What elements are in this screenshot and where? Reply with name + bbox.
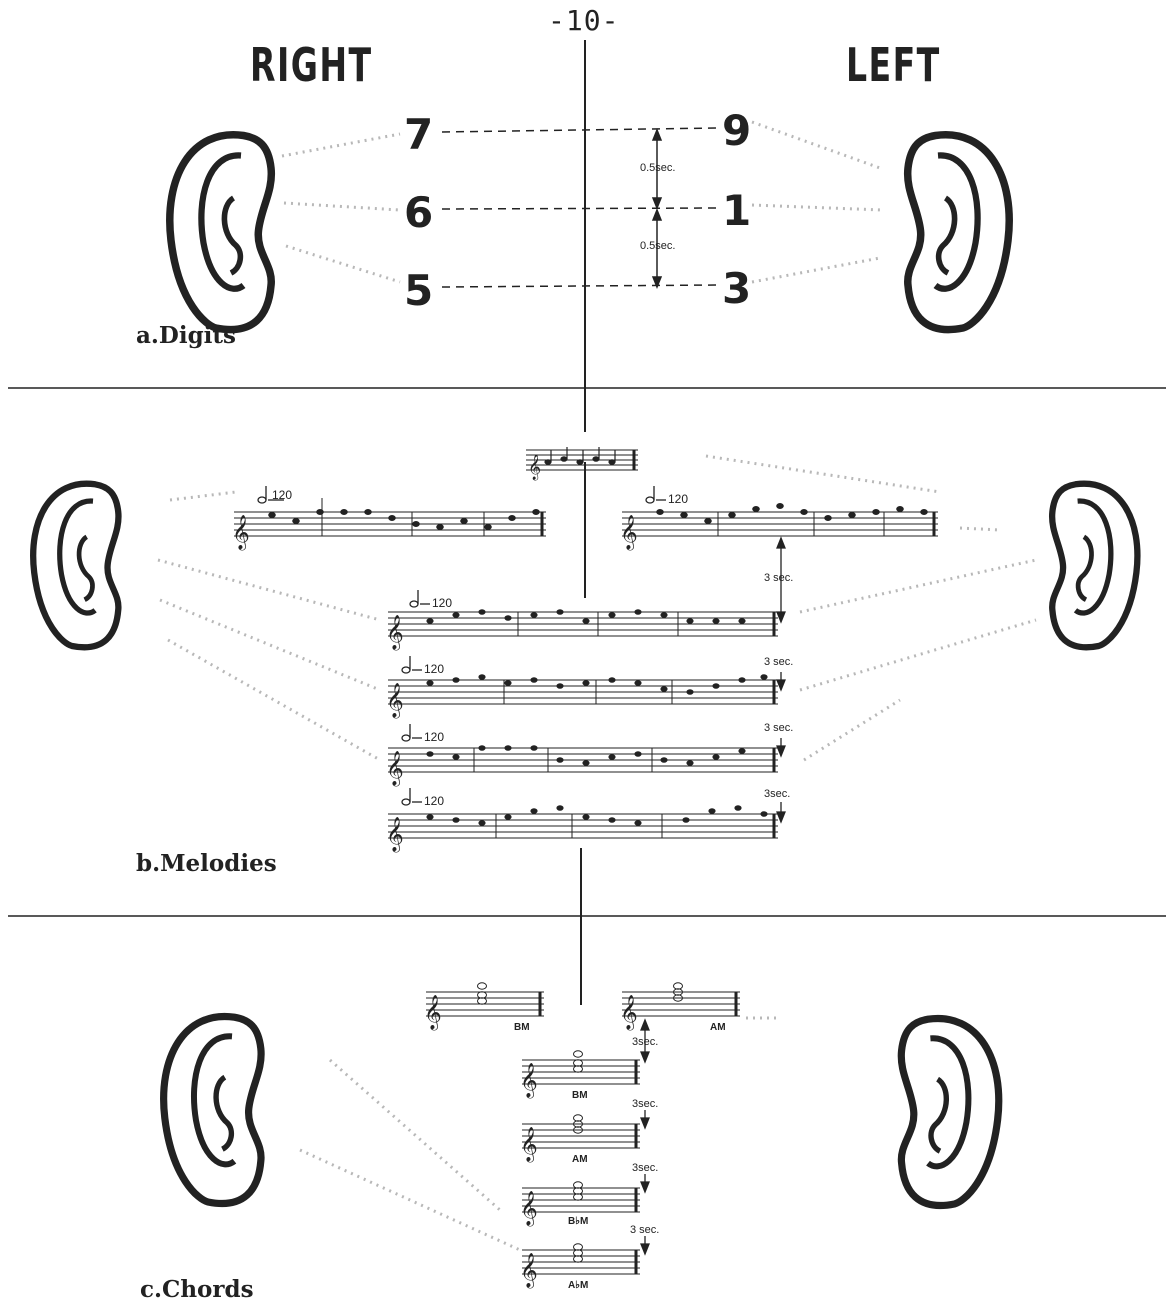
right-digit-3: 5 (404, 266, 433, 315)
svg-text:𝄞: 𝄞 (520, 1253, 538, 1289)
svg-text:𝄞: 𝄞 (520, 1191, 538, 1227)
svg-text:𝄞: 𝄞 (232, 515, 250, 551)
tempo-melody-3: 120 (424, 730, 444, 744)
svg-text:𝄞: 𝄞 (424, 995, 442, 1031)
tempo-left-melody: 120 (668, 492, 688, 506)
left-ear-chord-name: AM (710, 1022, 726, 1033)
ear-right-digits (170, 135, 272, 330)
tempo-melody-1: 120 (432, 596, 452, 610)
svg-text:𝄞: 𝄞 (520, 1063, 538, 1099)
melody-interval-3: 3 sec. (764, 722, 793, 734)
tempo-marks (258, 486, 666, 805)
left-digit-3: 3 (722, 264, 751, 313)
left-ear-header: LEFT (846, 38, 941, 92)
section-dividers (8, 388, 1166, 916)
svg-text:𝄞: 𝄞 (386, 817, 404, 853)
chord-interval-4: 3 sec. (630, 1224, 659, 1236)
page-number: -10- (548, 4, 619, 37)
chords-section-label: c.Chords (140, 1276, 254, 1303)
tempo-right-melody: 120 (272, 488, 292, 502)
right-ear-header: RIGHT (250, 38, 373, 92)
melodies-section-label: b.Melodies (136, 850, 277, 877)
svg-text:𝄞: 𝄞 (528, 454, 541, 480)
svg-text:𝄞: 𝄞 (620, 515, 638, 551)
right-ear-chord-name: BM (514, 1022, 530, 1033)
ear-right-chords (164, 1016, 261, 1203)
chord-interval-2: 3sec. (632, 1098, 658, 1110)
svg-text:𝄞: 𝄞 (386, 615, 404, 651)
digit-dashed-lines (442, 128, 718, 287)
chord-interval-arrows (641, 1020, 649, 1254)
ear-right-melodies (33, 484, 118, 648)
svg-text:𝄞: 𝄞 (386, 683, 404, 719)
chord-interval-3: 3sec. (632, 1162, 658, 1174)
sequence-chord-1: BM (572, 1090, 588, 1101)
ear-left-digits (908, 135, 1010, 330)
tempo-melody-2: 120 (424, 662, 444, 676)
sequence-chord-4: A♭M (568, 1280, 588, 1291)
left-digit-2: 1 (722, 186, 751, 235)
melody-interval-2: 3 sec. (764, 656, 793, 668)
svg-text:𝄞: 𝄞 (386, 751, 404, 787)
center-divider (581, 40, 585, 1005)
digits-section-label: a.Digits (136, 322, 236, 349)
melody-notes (269, 447, 927, 838)
left-digit-1: 9 (722, 106, 751, 155)
melody-interval-4: 3sec. (764, 788, 790, 800)
digit-interval-1: 0.5sec. (640, 162, 675, 174)
right-digit-1: 7 (404, 110, 433, 159)
digit-interval-2: 0.5sec. (640, 240, 675, 252)
svg-text:𝄞: 𝄞 (620, 995, 638, 1031)
sequence-chord-2: AM (572, 1154, 588, 1165)
chord-interval-1: 3sec. (632, 1036, 658, 1048)
right-digit-2: 6 (404, 188, 433, 237)
tempo-melody-4: 120 (424, 794, 444, 808)
svg-text:𝄞: 𝄞 (520, 1127, 538, 1163)
melody-interval-1: 3 sec. (764, 572, 793, 584)
ear-left-chords (901, 1018, 998, 1205)
sequence-chord-3: B♭M (568, 1216, 588, 1227)
ear-left-melodies (1052, 484, 1137, 648)
